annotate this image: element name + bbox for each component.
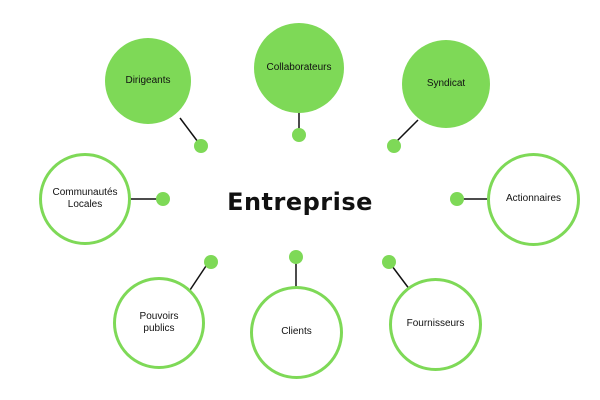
node-pouvoirs-publics: Pouvoirs publics xyxy=(113,277,205,369)
node-clients: Clients xyxy=(250,286,343,379)
connector-dirigeants xyxy=(179,117,199,143)
dot-collaborateurs xyxy=(292,128,306,142)
node-label: Fournisseurs xyxy=(406,318,465,330)
node-dirigeants: Dirigeants xyxy=(105,38,191,124)
node-collaborateurs: Collaborateurs xyxy=(254,23,344,113)
dot-actionnaires xyxy=(450,192,464,206)
node-communautes-locales: Communautés Locales xyxy=(39,153,131,245)
dot-pouvoirs-publics xyxy=(204,255,218,269)
node-label: Actionnaires xyxy=(505,193,562,205)
node-label: Dirigeants xyxy=(125,74,171,86)
connector-syndicat xyxy=(395,119,419,143)
center-title: Entreprise xyxy=(227,188,373,216)
dot-communautes-locales xyxy=(156,192,170,206)
dot-clients xyxy=(289,250,303,264)
node-label: Pouvoirs publics xyxy=(139,310,179,335)
dot-dirigeants xyxy=(194,139,208,153)
dot-fournisseurs xyxy=(382,255,396,269)
dot-syndicat xyxy=(387,139,401,153)
node-syndicat: Syndicat xyxy=(402,40,490,128)
node-label: Collaborateurs xyxy=(266,61,332,73)
node-actionnaires: Actionnaires xyxy=(487,153,580,246)
node-label: Clients xyxy=(281,326,312,338)
connector-pouvoirs xyxy=(189,265,207,291)
connector-fournisseurs xyxy=(391,265,411,291)
node-label: Syndicat xyxy=(426,77,466,89)
node-label: Communautés Locales xyxy=(52,186,118,211)
node-fournisseurs: Fournisseurs xyxy=(389,278,482,371)
